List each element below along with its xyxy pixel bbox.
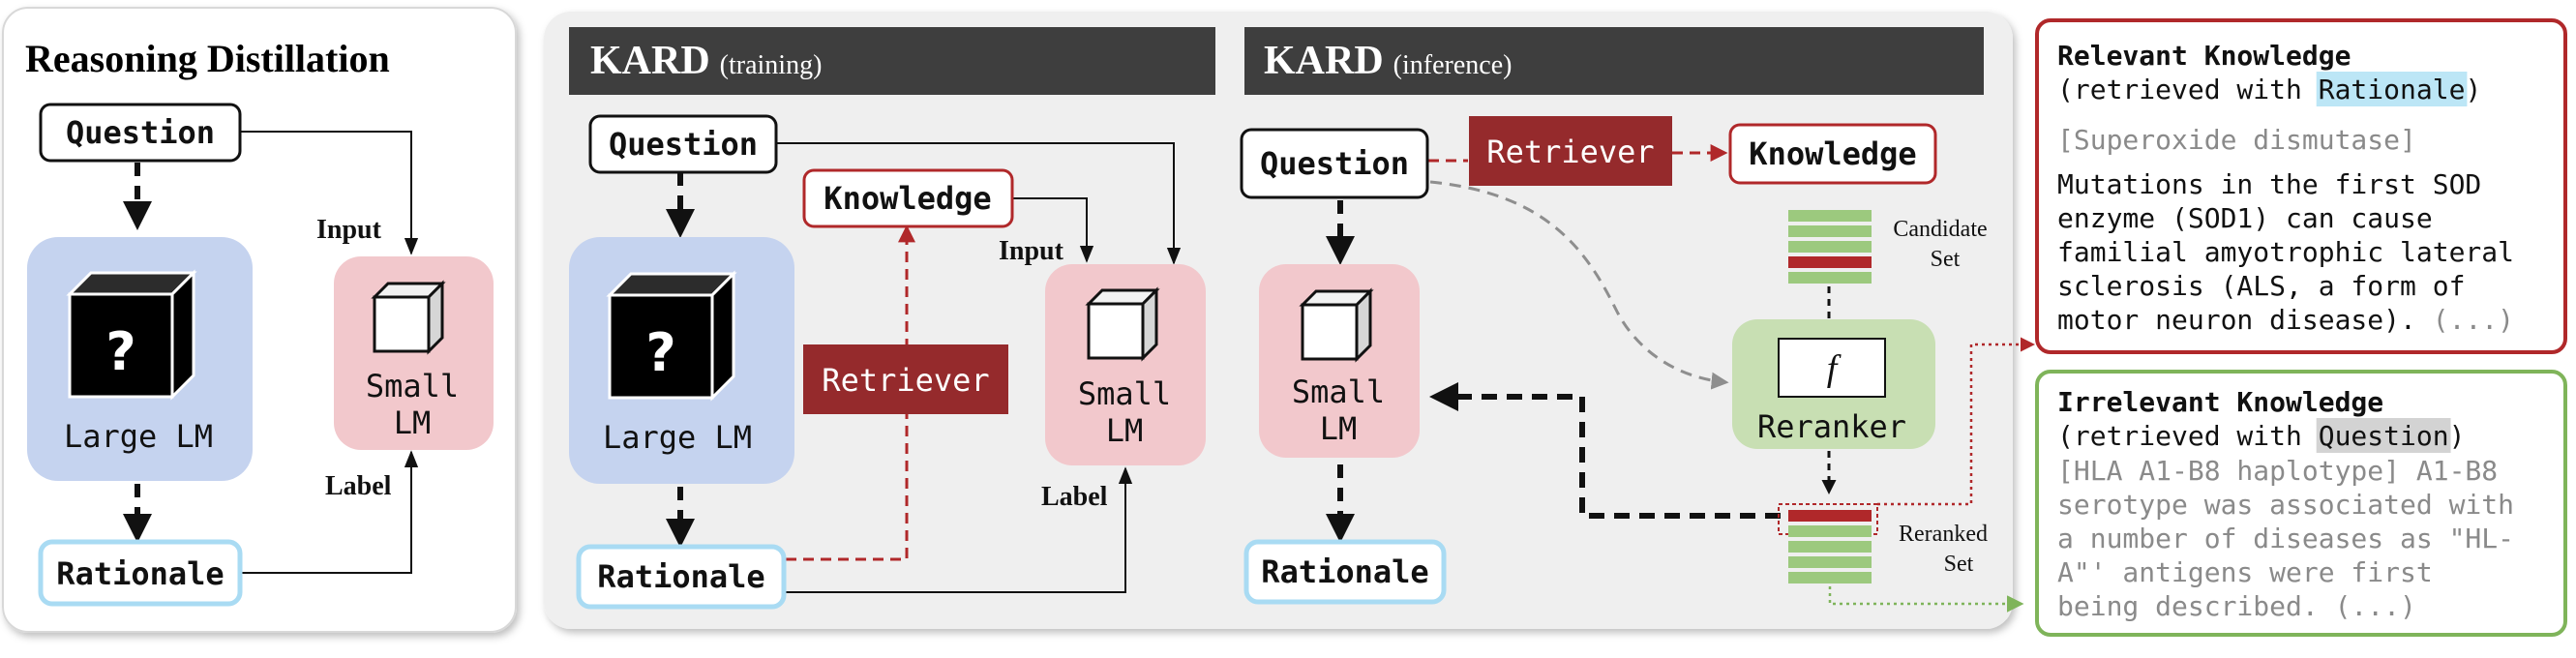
train-rationale-label-arrow (786, 466, 1133, 593)
large-lm-box: ? Large LM (27, 237, 253, 481)
infer-small-lm-label-line1: Small (1292, 374, 1385, 410)
relevant-line-4: sclerosis (ALS, a form of (2057, 270, 2465, 302)
infer-small-lm-box: Small LM (1259, 264, 1420, 458)
relevant-topic: [Superoxide dismutase] (2057, 124, 2416, 156)
infer-small-lm-label-line2: LM (1320, 410, 1358, 447)
train-rationale-box: Rationale (576, 544, 787, 610)
infer-question-to-reranker-arrow (1429, 180, 1729, 390)
question-input-arrow (240, 131, 419, 255)
train-small-lm-label-line1: Small (1078, 375, 1171, 412)
train-retriever-label: Retriever (822, 362, 989, 399)
irrelevant-line-1: [HLA A1-B8 haplotype] A1-B8 (2057, 455, 2498, 487)
panel-title: Reasoning Distillation (25, 37, 390, 80)
reranker-label: Reranker (1757, 408, 1906, 445)
infer-retriever-label: Retriever (1486, 134, 1654, 170)
relevant-line-5: motor neuron disease). (...) (2057, 304, 2514, 336)
rationale-label-arrow (242, 450, 419, 574)
relevant-title: Relevant Knowledge (2057, 40, 2351, 72)
kard-inference-section: KARD(inference) Question Retriever Knowl… (1240, 27, 1988, 605)
input-label: Input (316, 215, 382, 245)
train-rationale-label: Rationale (597, 558, 764, 595)
irrelevant-line-4: A"' antigens were first (2057, 556, 2433, 588)
train-small-lm-box: Small LM (1045, 264, 1206, 465)
small-lm-label-line2: LM (394, 404, 432, 441)
infer-question-label: Question (1260, 145, 1409, 182)
infer-question-box: Question (1240, 128, 1429, 199)
rationale-box: Rationale (38, 539, 243, 607)
relevant-highlight (2316, 72, 2468, 106)
label-label: Label (325, 471, 392, 501)
question-mark-icon: ? (105, 321, 135, 382)
candidate-set-label-line1: Candidate (1893, 217, 1987, 242)
train-label-label: Label (1041, 482, 1108, 512)
train-large-lm-box: ? Large LM (569, 237, 794, 484)
reranked-set-label-line2: Set (1944, 552, 1974, 577)
irrelevant-highlight (2316, 418, 2451, 453)
irrelevant-line-3: a number of diseases as "HL- (2057, 523, 2514, 554)
small-lm-box: Small LM (334, 256, 494, 450)
train-input-label: Input (999, 236, 1064, 266)
train-knowledge-label: Knowledge (824, 180, 991, 217)
reasoning-distillation-panel: Reasoning Distillation Question ? Large … (2, 7, 517, 633)
reranker-function-box (1778, 338, 1886, 398)
reranked-set-stack (1778, 503, 1878, 583)
reranked-set-label-line1: Reranked (1899, 522, 1988, 547)
reranker-box: f Reranker (1732, 319, 1935, 449)
train-question-input-arrow (776, 142, 1182, 265)
candidate-set-label-line2: Set (1931, 247, 1961, 272)
inference-header: KARD(inference) (1264, 39, 1512, 83)
train-knowledge-box: Knowledge (802, 168, 1014, 228)
irrelevant-line-5: being described. (...) (2057, 590, 2416, 622)
infer-small-cube-icon (1301, 289, 1372, 361)
candidate-set-stack (1788, 210, 1872, 284)
training-header: KARD(training) (590, 39, 822, 83)
small-lm-label-line1: Small (366, 368, 459, 404)
irrelevant-title: Irrelevant Knowledge (2057, 386, 2383, 418)
train-question-label: Question (609, 126, 758, 163)
infer-rationale-label: Rationale (1261, 553, 1428, 590)
train-knowledge-input-arrow (1012, 197, 1094, 263)
irrelevant-knowledge-panel: Irrelevant Knowledge (retrieved with Que… (2035, 370, 2567, 637)
inference-header-bar (1244, 27, 1984, 95)
infer-retriever-box: Retriever (1469, 116, 1672, 186)
relevant-line-3: familial amyotrophic lateral (2057, 236, 2514, 268)
train-retriever-box: Retriever (803, 344, 1008, 414)
training-header-bar (569, 27, 1215, 95)
kard-training-section: KARD(training) Question Knowledge ? Larg… (569, 27, 1215, 610)
infer-knowledge-box: Knowledge (1728, 123, 1937, 185)
infer-rationale-box: Rationale (1243, 539, 1447, 605)
irrelevant-subtitle: (retrieved with Question) (2057, 420, 2465, 452)
reranked-to-irrelevant-arrow (1828, 586, 2024, 613)
train-small-cube-icon (1087, 288, 1158, 360)
irrelevant-line-2: serotype was associated with (2057, 489, 2514, 521)
train-question-box: Question (588, 114, 778, 174)
kard-panel: KARD(training) Question Knowledge ? Larg… (544, 12, 2013, 629)
infer-knowledge-label: Knowledge (1749, 135, 1916, 172)
question-label: Question (66, 114, 215, 151)
train-question-mark-icon: ? (645, 322, 675, 383)
small-cube-icon (373, 282, 444, 353)
relevant-subtitle: (retrieved with Rationale) (2057, 74, 2481, 105)
train-large-lm-label: Large LM (603, 419, 752, 456)
train-small-lm-label-line2: LM (1106, 412, 1144, 449)
large-lm-label: Large LM (64, 418, 213, 455)
relevant-line-2: enzyme (SOD1) can cause (2057, 202, 2433, 234)
rationale-label: Rationale (56, 555, 224, 592)
relevant-line-1: Mutations in the first SOD (2057, 168, 2481, 200)
question-box: Question (39, 103, 242, 163)
reranked-to-small-lm-arrow (1429, 382, 1781, 519)
train-rationale-to-knowledge-arrow (786, 224, 915, 561)
relevant-knowledge-panel: Relevant Knowledge (retrieved with Ratio… (2035, 18, 2567, 354)
